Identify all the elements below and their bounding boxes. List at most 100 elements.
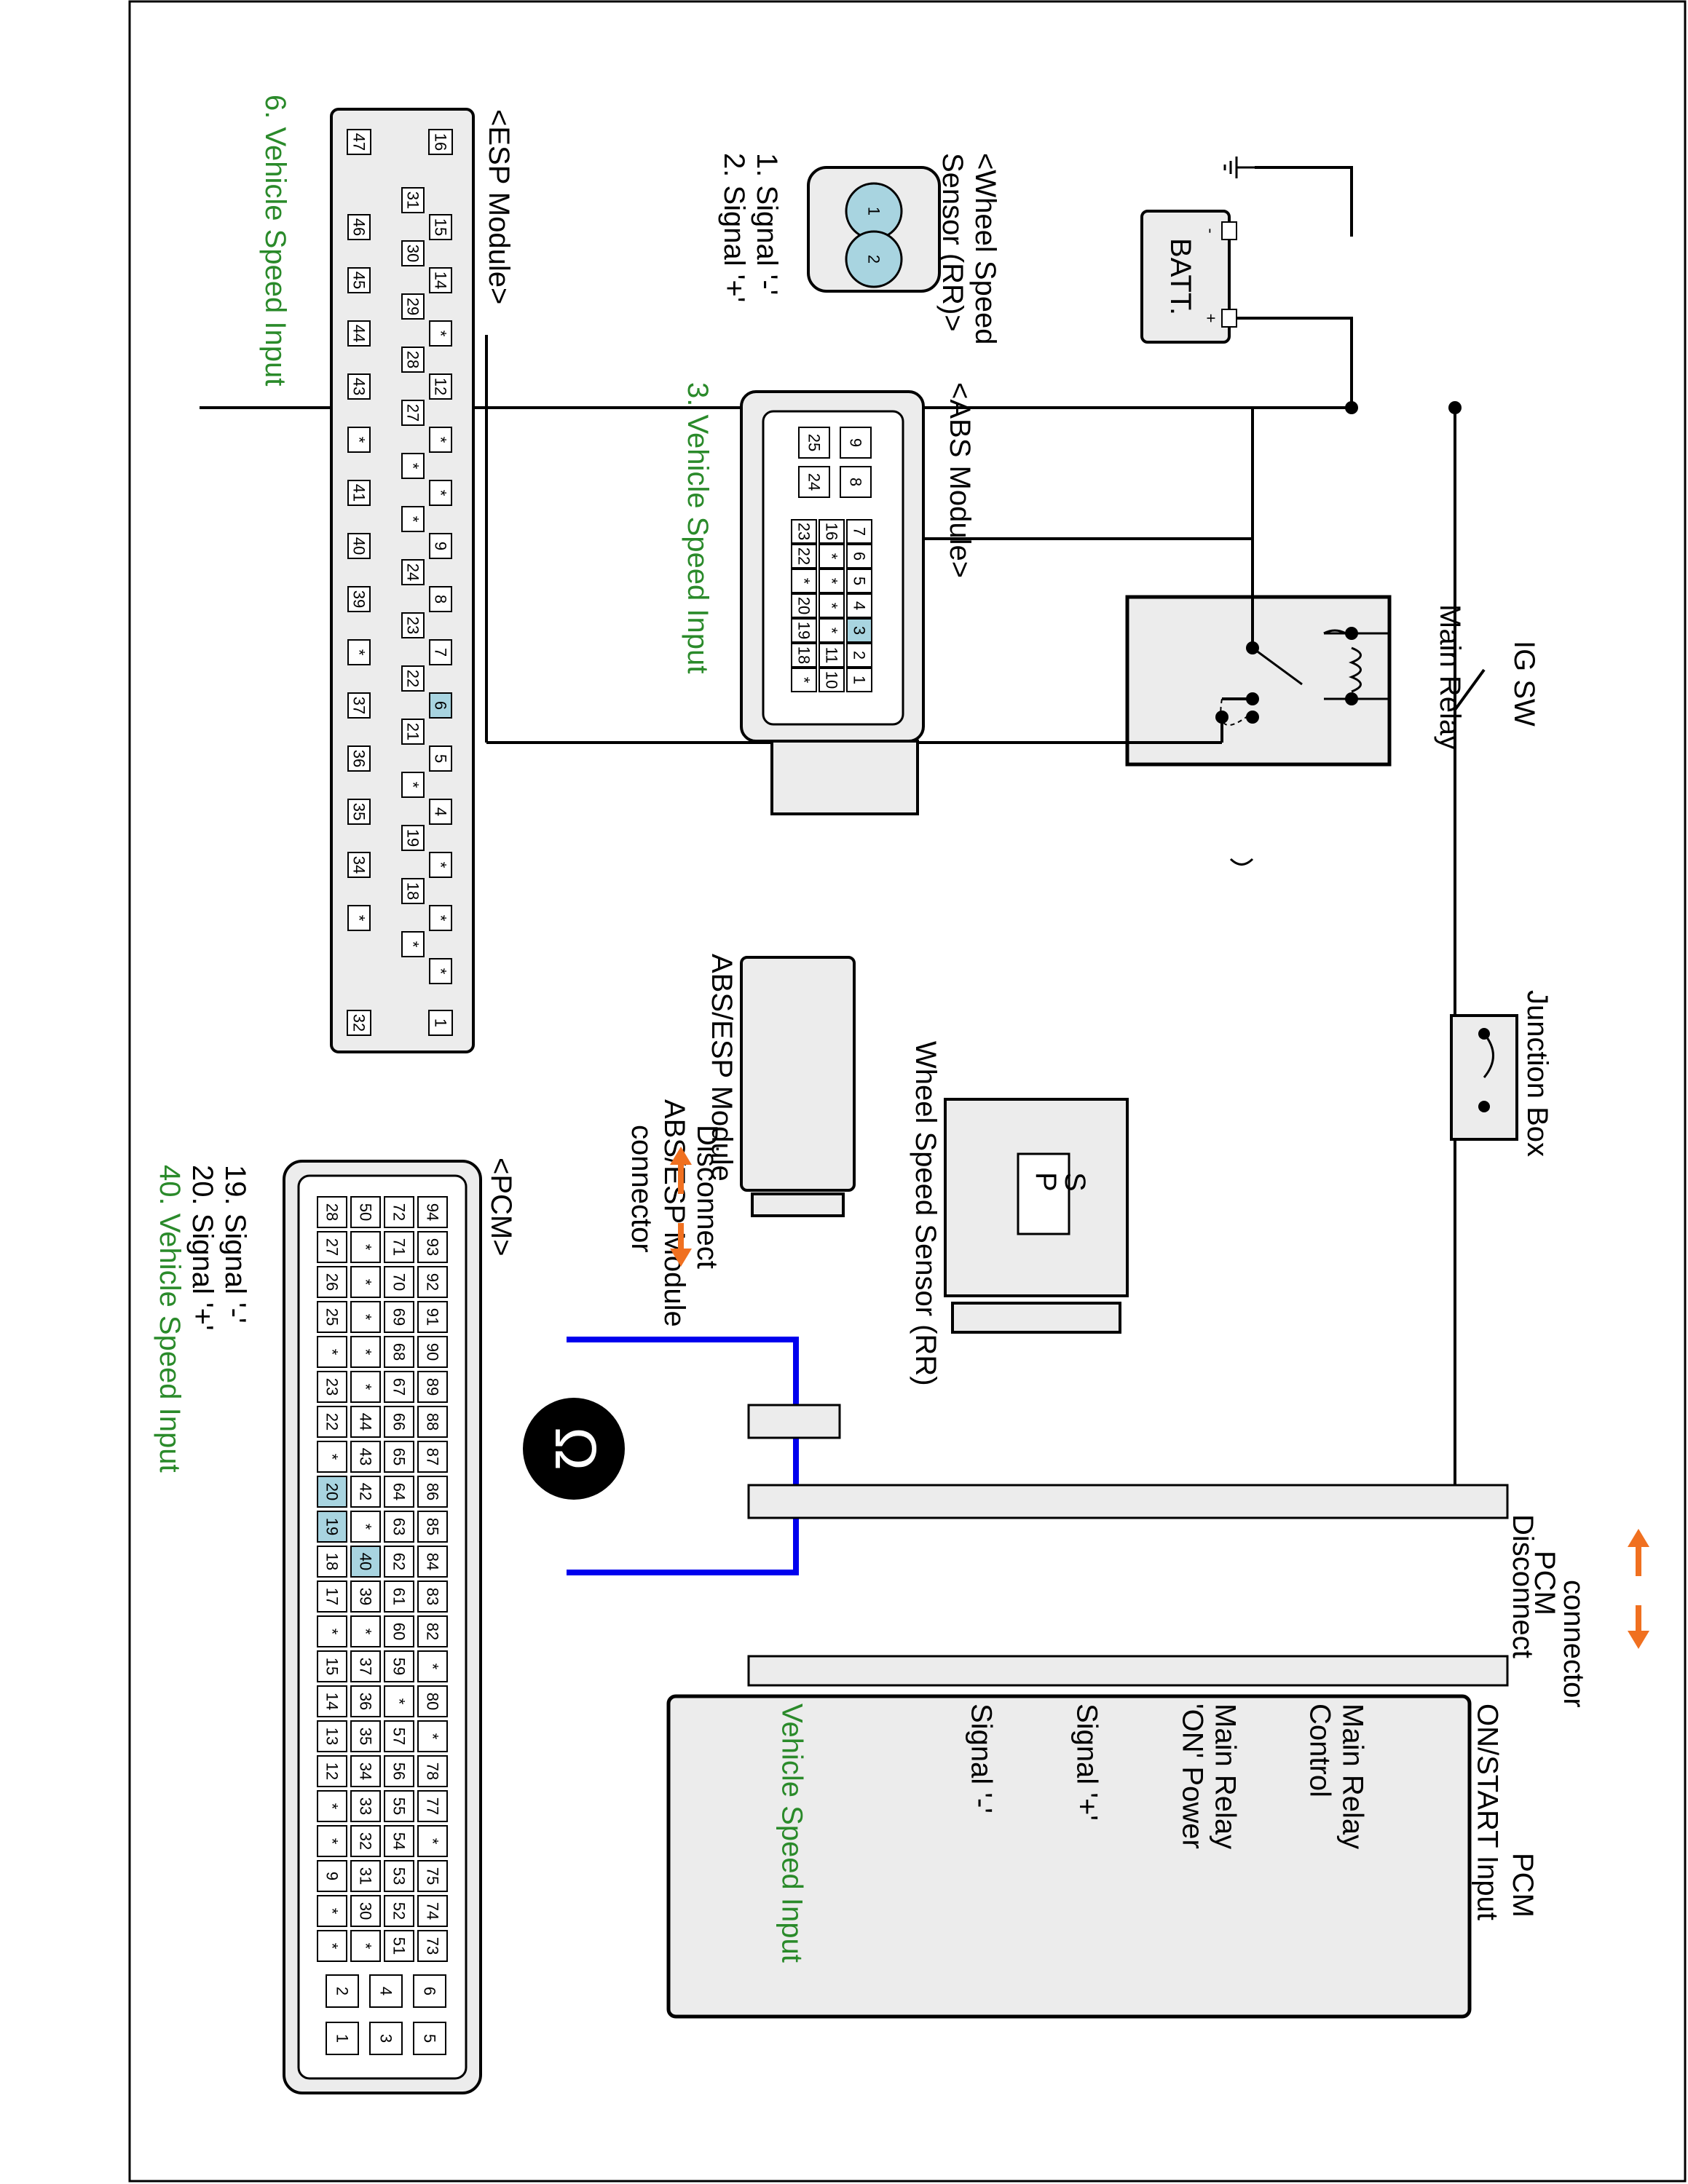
pcm-pin-blank: * — [384, 1685, 414, 1717]
esp-conn-title: <ESP Module> — [483, 109, 515, 304]
pcm-pin-28-label: 28 — [323, 1203, 342, 1221]
esp-pin-43-label: 43 — [350, 378, 368, 395]
pcm-pin-blank-label: * — [323, 1349, 342, 1356]
pcm-pin-15: 15 — [317, 1650, 347, 1682]
esp-pin-blank: * — [429, 958, 452, 984]
abs-pin-20: 20 — [791, 593, 817, 618]
wheel-speed-sensor: P S Wheel Speed Sensor (RR) — [910, 1041, 1129, 1386]
connector-bars — [747, 1404, 1509, 1687]
pcm-pin-37: 37 — [350, 1650, 381, 1682]
ws-conn-title-2: Sensor (RR)> — [936, 153, 969, 332]
esp-pin-8: 8 — [429, 586, 452, 612]
abs-pin-blank-label: * — [823, 603, 841, 609]
abs-pin-blank: * — [819, 544, 845, 569]
esp-pin-12: 12 — [429, 373, 452, 400]
abs-pin-10-label: 10 — [823, 671, 841, 689]
abs-pin-blank-label: * — [823, 628, 841, 634]
pcm-pin-blank-label: * — [323, 1803, 342, 1810]
abs-pin-5: 5 — [846, 569, 872, 593]
pcm-pin-86: 86 — [417, 1476, 448, 1508]
pcm-pin-88-label: 88 — [424, 1413, 442, 1431]
pcm-pin-91-label: 91 — [424, 1308, 442, 1326]
esp-pin-14-label: 14 — [432, 272, 450, 289]
pcm-pin-42: 42 — [350, 1476, 381, 1508]
pcm-pin-label: 'ON' Power — [1176, 1704, 1208, 1849]
esp-pin-34-label: 34 — [350, 856, 368, 874]
pcm-pin-20-label: 20 — [323, 1483, 342, 1500]
abs-pin-6-label: 6 — [851, 552, 869, 561]
pcm-pin-40: 40 — [350, 1546, 381, 1578]
pcm-pin-60: 60 — [384, 1615, 414, 1647]
pcm-pin-blank-label: * — [323, 1943, 342, 1950]
pcm-pin-blank-label: * — [424, 1838, 442, 1845]
pcm-pin-26: 26 — [317, 1266, 347, 1298]
pcm-pin-80: 80 — [417, 1685, 448, 1717]
abs-pin-16: 16 — [819, 519, 845, 544]
pcm-pin-5: 5 — [413, 2022, 446, 2055]
esp-pin-30-label: 30 — [404, 245, 422, 262]
pcm-pin-5-label: 5 — [421, 2034, 439, 2043]
pcm-pin-75: 75 — [417, 1860, 448, 1892]
esp-pin-21-label: 21 — [404, 723, 422, 740]
esp-pin-blank-label: * — [350, 915, 368, 922]
pcm-pin-80-label: 80 — [424, 1693, 442, 1710]
pcm-pin-44: 44 — [350, 1406, 381, 1438]
esp-pin-blank-label: * — [432, 331, 450, 337]
sensor-title: Wheel Speed Sensor (RR) — [910, 1041, 942, 1386]
abs-pin-2-label: 2 — [851, 651, 869, 660]
pcm-pin-6: 6 — [413, 1974, 446, 2008]
esp-pin-35: 35 — [347, 799, 371, 825]
abs-pin-4: 4 — [846, 593, 872, 618]
pcm-pin-94-label: 94 — [424, 1203, 442, 1221]
esp-pin-blank-label: * — [432, 915, 450, 922]
pcm-pin-87-label: 87 — [424, 1448, 442, 1465]
esp-pin-blank: * — [347, 639, 371, 665]
esp-pin-19-label: 19 — [404, 829, 422, 847]
ws-pin-2: 2 — [865, 255, 883, 264]
abs-pin-blank: * — [819, 593, 845, 618]
ig-switch: IG SW — [1454, 408, 1540, 1485]
abs-pin-6: 6 — [846, 544, 872, 569]
abs-conn-title: <ABS Module> — [944, 382, 976, 578]
pcm-pin-blank: * — [350, 1231, 381, 1263]
abs-pin-blank-label: * — [823, 578, 841, 585]
esp-pin-5-label: 5 — [432, 754, 450, 763]
battery-label: BATT. — [1164, 238, 1196, 315]
pcm-note-1: 19. Signal '-' — [219, 1165, 251, 1324]
pcm-pin-13-label: 13 — [323, 1728, 342, 1745]
pcm-pin-label: Main Relay — [1336, 1704, 1368, 1849]
pcm-connector: <PCM> 19. Signal '-' 20. Signal '+' 40. … — [154, 1158, 517, 2094]
esp-pin-blank: * — [401, 506, 425, 532]
pcm-pin-91: 91 — [417, 1301, 448, 1333]
pcm-pin-blank-label: * — [323, 1629, 342, 1635]
esp-pin-23-label: 23 — [404, 617, 422, 634]
pcm-pin-14-label: 14 — [323, 1693, 342, 1710]
svg-text:connector: connector — [626, 1125, 658, 1253]
pcm-pin-33-label: 33 — [357, 1797, 375, 1815]
pcm-pin-88: 88 — [417, 1406, 448, 1438]
pcm-pin-blank-label: * — [357, 1244, 375, 1251]
esp-pin-15: 15 — [429, 214, 452, 240]
esp-pin-29-label: 29 — [404, 298, 422, 315]
esp-pin-31: 31 — [401, 187, 425, 213]
abs-pin-8-label: 8 — [847, 478, 865, 486]
pcm-pin-39: 39 — [350, 1580, 381, 1613]
pcm-pin-23-label: 23 — [323, 1378, 342, 1396]
pcm-pin-blank: * — [350, 1266, 381, 1298]
pcm-pin-44-label: 44 — [357, 1413, 375, 1431]
pcm-pin-73: 73 — [417, 1930, 448, 1962]
pcm-pin-blank: * — [317, 1336, 347, 1368]
pcm-pin-label: Main Relay — [1209, 1704, 1241, 1849]
pcm-pin-20: 20 — [317, 1476, 347, 1508]
esp-pin-6-label: 6 — [432, 701, 450, 710]
pcm-note-2: 20. Signal '+' — [186, 1165, 218, 1331]
esp-pin-43: 43 — [347, 373, 371, 400]
abs-pin-blank: * — [791, 569, 817, 593]
pcm-pin-blank-label: * — [357, 1314, 375, 1321]
pcm-pin-82-label: 82 — [424, 1623, 442, 1640]
abs-pin-2: 2 — [846, 643, 872, 668]
pcm-pin-36-label: 36 — [357, 1693, 375, 1710]
abs-pin-25: 25 — [798, 427, 830, 459]
esp-pin-29: 29 — [401, 293, 425, 320]
pcm-pin-55: 55 — [384, 1790, 414, 1822]
